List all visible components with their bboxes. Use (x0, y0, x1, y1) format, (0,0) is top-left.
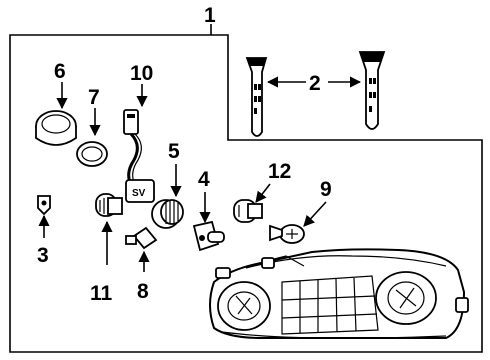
callout-9: 9 (320, 178, 332, 201)
part-12-bulb-socket: 12 (233, 160, 291, 223)
callout-5: 5 (168, 140, 180, 163)
callout-8: 8 (137, 280, 149, 303)
headlamp-housing (209, 248, 469, 339)
part-6-cap: 6 (35, 60, 77, 146)
part-2-brackets: 2 (245, 51, 386, 137)
callout-7: 7 (88, 86, 100, 109)
callout-10: 10 (130, 62, 153, 85)
part-11-bulb-socket: 11 (90, 193, 123, 305)
svg-text:SV: SV (132, 188, 146, 199)
callout-11: 11 (90, 282, 113, 305)
leader-line-9 (303, 201, 327, 227)
leader-line-12 (255, 183, 271, 203)
part-7-seal: 7 (76, 86, 108, 167)
callout-4: 4 (198, 168, 210, 191)
part-8-bulb: 8 (125, 226, 158, 303)
part-10-harness: 10 SV (123, 62, 155, 203)
part-5-socket: 5 (151, 140, 184, 229)
part-3-clip: 3 (37, 195, 51, 267)
part-9-fastener: 9 (269, 178, 332, 244)
callout-2: 2 (309, 72, 321, 95)
callout-6: 6 (54, 60, 66, 83)
bracket-left (245, 57, 268, 137)
callout-1: 1 (204, 4, 216, 27)
part-4-halogen-bulb: 4 (192, 168, 225, 252)
callout-12: 12 (268, 160, 291, 183)
callout-3: 3 (37, 244, 49, 267)
assembly-boundary (9, 34, 483, 353)
bracket-right (358, 51, 386, 130)
